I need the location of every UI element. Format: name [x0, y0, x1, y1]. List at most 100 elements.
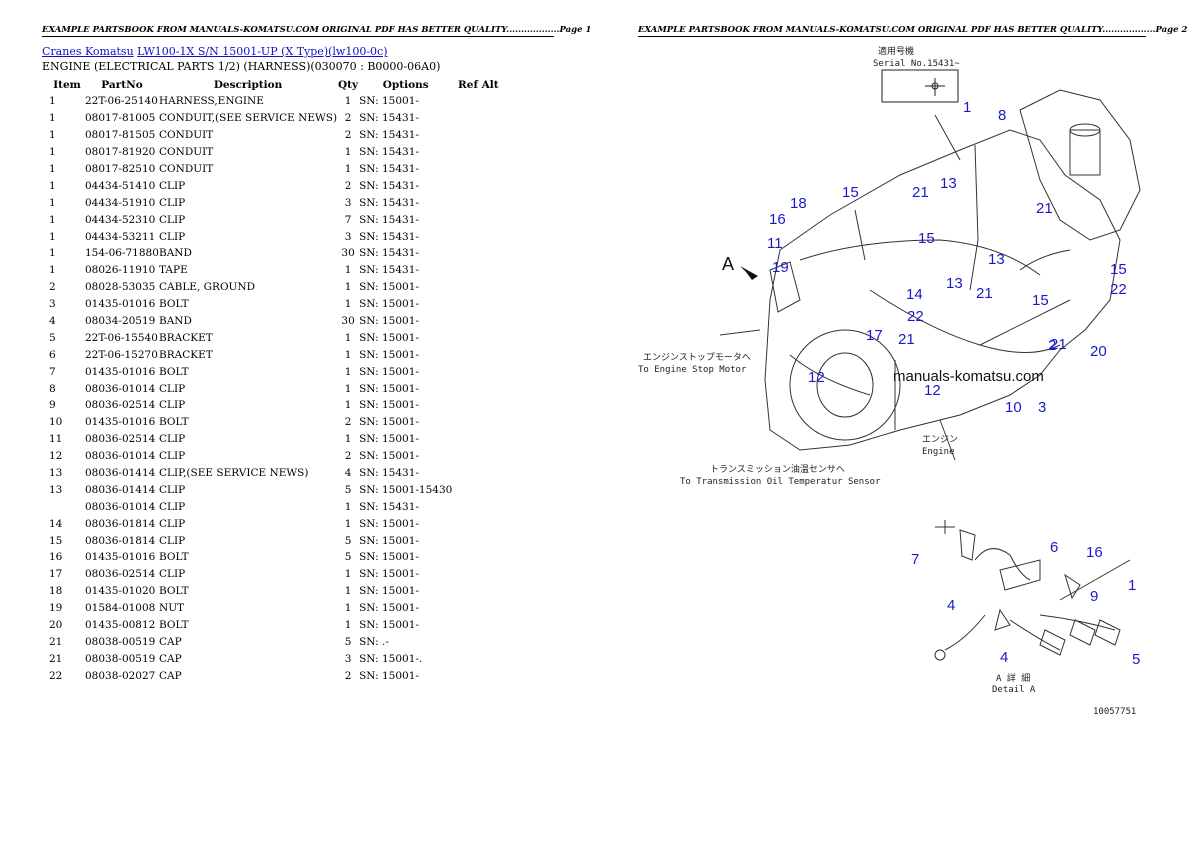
cell-item: 1	[49, 163, 56, 175]
cell-item: 1	[49, 146, 56, 159]
cell-item: 1	[49, 95, 56, 108]
cell-options: SN: 15001-	[359, 585, 419, 598]
cell-partno: 04434-52310	[85, 213, 156, 226]
cell-description: TAPE	[159, 264, 188, 277]
cell-description: CAP	[159, 635, 182, 648]
cell-options: SN: 15001-	[359, 95, 419, 108]
cell-qty: 1	[344, 399, 352, 412]
cell-item: 1	[49, 196, 56, 209]
diagram-callout: 15	[918, 230, 935, 247]
cell-qty: 5	[344, 483, 352, 496]
page-header-left: EXAMPLE PARTSBOOK FROM MANUALS-KOMATSU.C…	[42, 25, 592, 37]
cell-qty: 1	[344, 382, 352, 395]
engine-jp-label: エンジン	[922, 435, 958, 445]
cell-description: NUT	[159, 602, 185, 615]
cell-partno: 01435-00812	[85, 619, 156, 632]
breadcrumb-link-cranes[interactable]: Cranes Komatsu	[42, 45, 134, 58]
cell-partno: 08017-81505	[85, 129, 156, 142]
detail-callout: 5	[1132, 651, 1140, 668]
col-header-item: Item	[53, 79, 81, 91]
cell-qty: 1	[344, 331, 352, 344]
cell-qty: 1	[344, 433, 352, 446]
cell-description: BOLT	[159, 416, 189, 429]
engine-drawing	[719, 89, 1141, 461]
cell-qty: 2	[344, 416, 352, 429]
diagram-callout: 8	[998, 107, 1006, 124]
breadcrumb-link-model[interactable]: LW100-1X S/N 15001-UP (X Type)(lw100-0c)	[137, 45, 388, 58]
cell-options: SN: 15001-	[359, 281, 419, 294]
cell-description: CLIP	[159, 450, 186, 463]
page-header-right: EXAMPLE PARTSBOOK FROM MANUALS-KOMATSU.C…	[638, 25, 1188, 37]
diagram-callout: 20	[1090, 343, 1107, 360]
cell-partno: 154-06-71880	[85, 247, 159, 260]
diagram-callout: 15	[842, 184, 859, 201]
diagram-callout: 22	[1110, 281, 1127, 298]
cell-partno: 08026-11910	[85, 264, 156, 277]
cell-partno: 08036-01414	[85, 467, 156, 480]
diagram-callout: 19	[772, 259, 789, 276]
cell-options: SN: 15001-	[359, 450, 419, 463]
col-header-options: Options	[382, 79, 429, 91]
cell-description: CLIP	[159, 433, 186, 446]
engine-stop-jp-label: エンジンストップモータへ	[643, 352, 751, 363]
cell-partno: 08036-01814	[85, 534, 156, 547]
cell-qty: 30	[341, 315, 355, 328]
cell-item: 1	[49, 179, 56, 192]
trans-label: To Transmission Oil Temperatur Sensor	[680, 477, 881, 487]
cell-partno: 04434-51410	[85, 179, 156, 192]
cell-partno: 01584-01008	[85, 602, 156, 615]
detail-callout: 4	[947, 597, 955, 614]
cell-qty: 3	[344, 230, 352, 243]
breadcrumb: Cranes Komatsu LW100-1X S/N 15001-UP (X …	[42, 45, 388, 58]
cell-options: SN: 15001-	[359, 331, 419, 344]
cell-description: CLIP	[159, 483, 186, 496]
drawing-number: 10057751	[1093, 707, 1136, 717]
detail-a-drawing	[934, 520, 1131, 661]
cell-item: 1	[49, 129, 56, 142]
cell-item: 1	[49, 247, 56, 260]
cell-description: CLIP	[159, 517, 186, 530]
detail-label: Detail A	[992, 685, 1036, 695]
cell-description: CONDUIT	[159, 163, 214, 175]
cell-description: CLIP	[159, 230, 186, 243]
cell-options: SN: 15431-	[359, 247, 419, 260]
col-header-qty: Qty	[338, 79, 359, 91]
cell-description: CLIP	[159, 500, 186, 513]
diagram-callout: 1	[963, 99, 971, 116]
diagram-callout: 17	[866, 327, 883, 344]
cell-options: SN: 15001-	[359, 517, 419, 530]
serial-jp-label: 適用号機	[878, 45, 914, 57]
cell-options: SN: 15001-	[359, 315, 419, 328]
cell-partno: 08036-01414	[85, 483, 156, 496]
cell-qty: 1	[344, 365, 352, 378]
cell-qty: 2	[344, 450, 352, 463]
cell-partno: 04434-51910	[85, 196, 156, 209]
diagram-callout: 10	[1005, 399, 1022, 416]
cell-partno: 08036-01014	[85, 500, 156, 513]
engine-label: Engine	[922, 447, 955, 457]
cell-options: SN: 15001-	[359, 416, 419, 429]
cell-description: CAP	[159, 652, 182, 665]
cell-qty: 5	[344, 551, 352, 564]
cell-qty: 2	[344, 669, 352, 682]
cell-partno: 22T-06-15540	[85, 331, 158, 344]
cell-options: SN: 15001-	[359, 551, 419, 564]
cell-qty: 2	[344, 129, 352, 142]
cell-item: 13	[49, 467, 63, 480]
cell-options: SN: 15431-	[359, 179, 419, 192]
cell-item: 12	[49, 450, 63, 463]
